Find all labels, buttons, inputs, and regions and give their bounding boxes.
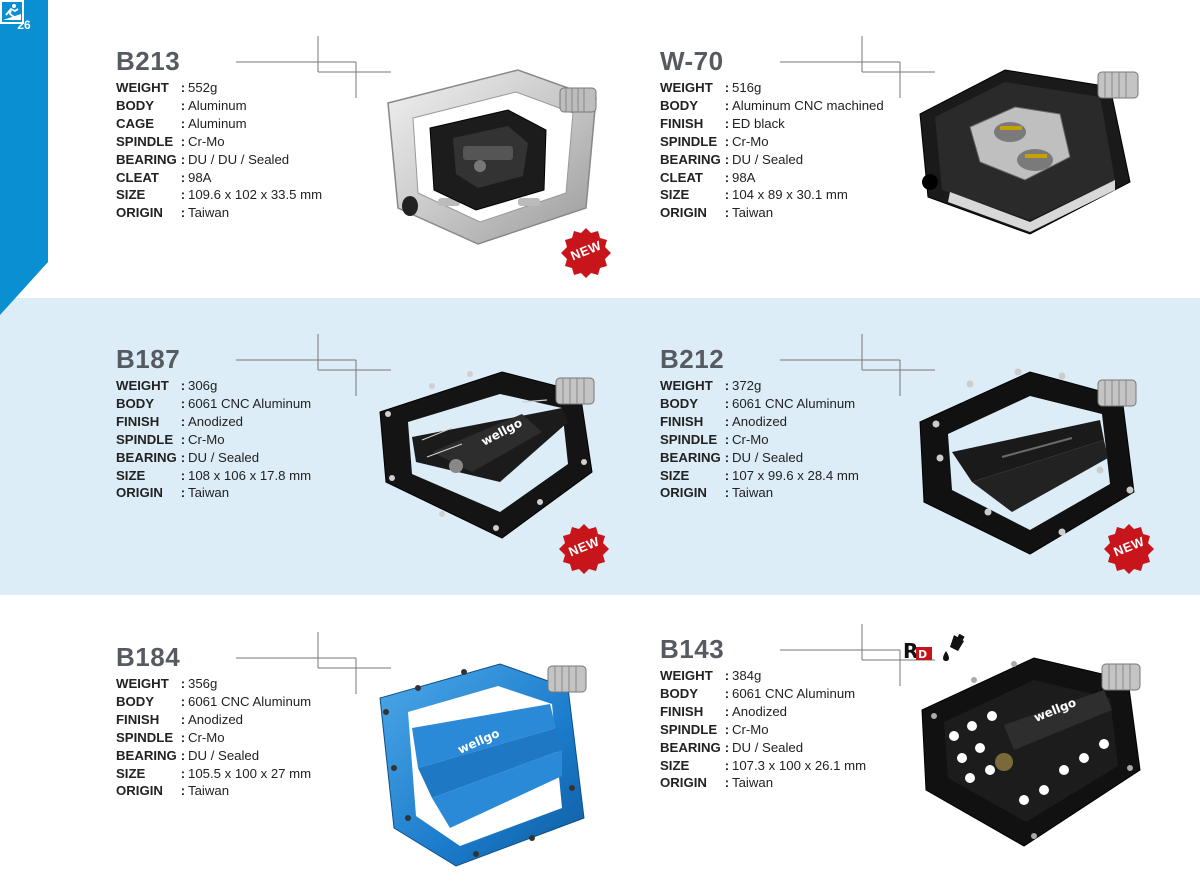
decorative-lines [780,36,935,98]
spec-row: BEARING:DU / Sealed [116,747,260,763]
new-badge: NEW [561,228,611,278]
spec-list: WEIGHT:356g BODY:6061 CNC Aluminum FINIS… [116,675,311,800]
spec-row: WEIGHT:384g [660,668,762,683]
spec-row: FINISH:Anodized [660,703,787,719]
pedal-image-b212 [919,368,1137,555]
spec-row: BEARING:DU / DU / Sealed [116,151,290,167]
spec-row: SPINDLE:Cr-Mo [660,721,769,737]
spec-row: SIZE:107 x 99.6 x 28.4 mm [660,467,859,483]
product-b184: B184 WEIGHT:356g BODY:6061 CNC Aluminum … [116,632,636,893]
product-b143: B143 WEIGHT:384g BODY:6061 CNC Aluminum … [660,624,1180,893]
spec-row: BODY:Aluminum CNC machined [660,97,884,113]
decorative-lines [236,36,391,98]
spec-row: SIZE:104 x 89 x 30.1 mm [660,187,848,203]
spec-row: CLEAT:98A [660,169,756,185]
decorative-lines [236,334,391,396]
pedal-image-b213 [387,69,597,245]
pedal-image-b184: wellgo [379,663,587,867]
product-w70: W-70 WEIGHT:516g BODY:Aluminum CNC machi… [660,36,1180,326]
spec-row: ORIGIN:Taiwan [116,783,230,799]
spec-row: ORIGIN:Taiwan [660,775,774,791]
spec-row: BEARING:DU / Sealed [660,449,804,465]
spec-row: WEIGHT:306g [116,378,218,393]
product-b187: B187 WEIGHT:306g BODY:6061 CNC Aluminum … [116,334,636,624]
spec-row: SIZE:107.3 x 100 x 26.1 mm [660,757,867,773]
spec-row: ORIGIN:Taiwan [116,485,230,501]
spec-row: ORIGIN:Taiwan [660,205,774,221]
spec-row: SIZE:109.6 x 102 x 33.5 mm [116,187,323,203]
spec-row: SPINDLE:Cr-Mo [116,133,225,149]
oil-drop-icon [943,633,965,661]
spec-row: BEARING:DU / Sealed [660,739,804,755]
pedal-image-b187: wellgo [379,371,595,539]
spec-list: WEIGHT:516g BODY:Aluminum CNC machined F… [660,79,884,222]
section-tab: 26 [0,0,48,315]
spec-row: BEARING:DU / Sealed [116,449,260,465]
spec-list: WEIGHT:384g BODY:6061 CNC Aluminum FINIS… [660,667,866,792]
new-badge: NEW [1104,524,1154,574]
model-name: W-70 [660,46,724,76]
spec-row: SPINDLE:Cr-Mo [660,133,769,149]
spec-list: WEIGHT:306g BODY:6061 CNC Aluminum FINIS… [116,377,311,502]
spec-row: FINISH:Anodized [116,413,243,429]
model-name: B184 [116,642,181,672]
spec-row: BODY:6061 CNC Aluminum [660,685,856,701]
spec-row: WEIGHT:516g [660,80,762,95]
pedal-image-b143: wellgo [921,657,1141,847]
spec-row: ORIGIN:Taiwan [116,205,230,221]
spec-row: WEIGHT:356g [116,676,218,691]
svg-text:R: R [903,639,918,663]
spec-row: BEARING:DU / Sealed [660,151,804,167]
spec-row: CLEAT:98A [116,169,212,185]
spec-row: SPINDLE:Cr-Mo [116,431,225,447]
spec-row: SIZE:105.5 x 100 x 27 mm [116,765,312,781]
spec-row: CAGE:Aluminum [116,115,247,131]
rider-icon [0,0,24,24]
spec-row: BODY:6061 CNC Aluminum [116,395,312,411]
spec-list: WEIGHT:372g BODY:6061 CNC Aluminum FINIS… [660,377,859,502]
spec-row: SPINDLE:Cr-Mo [660,431,769,447]
spec-row: WEIGHT:372g [660,378,762,393]
spec-list: WEIGHT:552g BODY:Aluminum CAGE:Aluminum … [116,79,322,222]
model-name: B212 [660,344,725,374]
model-name: B213 [116,46,181,76]
product-b213: B213 WEIGHT:552g BODY:Aluminum CAGE:Alum… [116,36,636,326]
pedal-image-w70 [919,69,1139,235]
spec-row: ORIGIN:Taiwan [660,485,774,501]
model-name: B143 [660,634,725,664]
spec-row: BODY:Aluminum [116,97,247,113]
spec-row: FINISH:ED black [660,115,785,131]
new-badge: NEW [559,524,609,574]
svg-text:D: D [918,648,927,661]
spec-row: SIZE:108 x 106 x 17.8 mm [116,467,312,483]
model-name: B187 [116,344,181,374]
rd-icon: R D [903,639,932,663]
product-b212: B212 WEIGHT:372g BODY:6061 CNC Aluminum … [660,334,1180,624]
spec-row: SPINDLE:Cr-Mo [116,729,225,745]
spec-row: WEIGHT:552g [116,80,218,95]
spec-row: FINISH:Anodized [116,711,243,727]
spec-row: FINISH:Anodized [660,413,787,429]
spec-row: BODY:6061 CNC Aluminum [660,395,856,411]
decorative-lines [780,334,935,396]
decorative-lines [236,632,391,694]
spec-row: BODY:6061 CNC Aluminum [116,693,312,709]
